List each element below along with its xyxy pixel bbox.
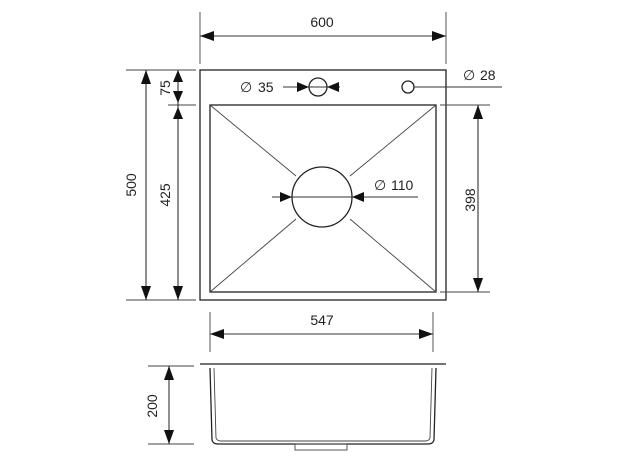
bowl-fold-line-bl [209, 218, 297, 293]
sink-side-view [200, 363, 446, 451]
sink-top-view [199, 69, 447, 301]
bowl-depth-label: 425 [157, 183, 173, 207]
callout-tap-hole: ∅ 35 [240, 79, 340, 95]
dimension-bowl-length: 398 [440, 104, 490, 293]
dimension-bowl-height: 200 [144, 365, 194, 445]
bowl-fold-line-tl [209, 104, 297, 177]
dimension-overall-depth: 500 [123, 69, 196, 301]
overall-width-label: 600 [310, 14, 334, 30]
bowl-width-label: 547 [310, 312, 334, 328]
extra-hole-diameter-label: 28 [480, 67, 496, 83]
tap-hole-diameter-label: 35 [258, 79, 274, 95]
drain-diameter-label: 110 [391, 177, 414, 193]
dimension-deck-and-bowl: 75 425 [157, 70, 196, 300]
sink-outer-rim [199, 69, 447, 301]
callout-drain: ∅ 110 [272, 177, 418, 202]
diameter-symbol-tap: ∅ [240, 79, 252, 95]
deck-depth-label: 75 [157, 80, 173, 96]
diameter-symbol-extra: ∅ [463, 67, 475, 83]
diameter-symbol-drain: ∅ [374, 177, 386, 193]
extra-hole-circle [401, 80, 415, 94]
callout-extra-hole: ∅ 28 [414, 67, 502, 88]
dimension-bowl-width: 547 [209, 312, 434, 352]
drain-stub [294, 443, 348, 451]
arrowhead-left [200, 31, 214, 41]
dimension-overall-width: 600 [199, 12, 447, 64]
arrowhead-right [432, 31, 446, 41]
bowl-height-label: 200 [144, 394, 160, 418]
bowl-length-label: 398 [462, 188, 478, 212]
overall-depth-label: 500 [123, 173, 139, 197]
sink-inner-bowl [209, 104, 437, 293]
bowl-fold-line-tr [349, 104, 437, 177]
bowl-fold-line-br [349, 218, 437, 293]
